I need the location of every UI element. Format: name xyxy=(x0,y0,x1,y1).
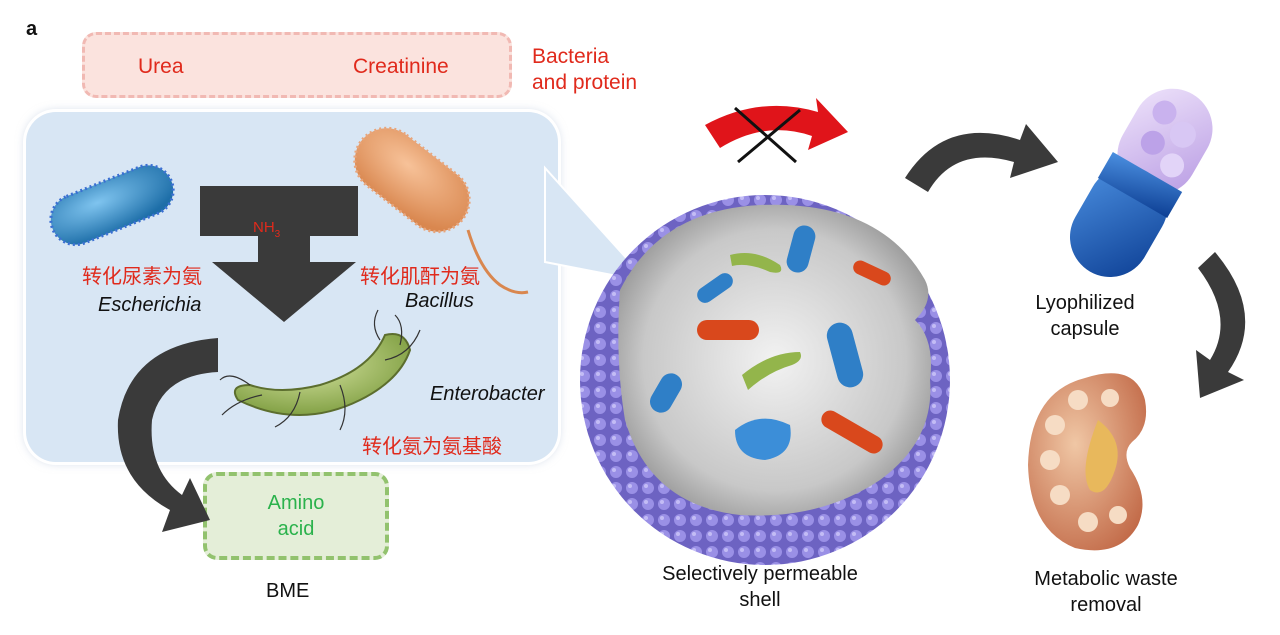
callout-pointer xyxy=(544,165,651,284)
merge-arrow xyxy=(200,186,358,322)
bme-label: BME xyxy=(266,580,310,602)
escherichia-function-label: 转化尿素为氨 xyxy=(82,264,202,288)
encapsulated-microbes xyxy=(650,225,891,460)
enterobacter-function-label: 转化氨为氨基酸 xyxy=(362,434,502,458)
kidney xyxy=(1028,373,1147,551)
bacteria-protein-label: Bacteria and protein xyxy=(532,44,637,96)
panel-letter: a xyxy=(26,18,38,40)
amino-acid-line-2: acid xyxy=(277,518,315,540)
escherichia-bacterium xyxy=(49,163,175,247)
kidney-label-line-1: Metabolic waste xyxy=(1034,568,1178,590)
amino-acid-label: Amino acid xyxy=(203,490,389,542)
kidney-label: Metabolic waste removal xyxy=(1006,566,1206,618)
to-amino-arrow xyxy=(117,338,218,532)
capsule-label-line-2: capsule xyxy=(1050,318,1120,340)
permeable-shell xyxy=(580,195,950,565)
kidney-label-line-2: removal xyxy=(1070,594,1142,616)
amino-acid-box xyxy=(203,472,389,560)
shell-label-line-2: shell xyxy=(739,589,781,611)
to-capsule-arrow xyxy=(905,124,1058,192)
bacillus-name-label: Bacillus xyxy=(405,290,474,312)
bacillus-bacterium xyxy=(353,126,529,295)
capsule-label-line-1: Lyophilized xyxy=(1035,292,1135,314)
to-kidney-arrow xyxy=(1196,252,1246,398)
capsule-label: Lyophilized capsule xyxy=(1010,290,1160,342)
ammonia-label: NH3 xyxy=(253,219,281,240)
lyophilized-capsule xyxy=(1070,88,1213,277)
escherichia-name-label: Escherichia xyxy=(98,294,202,316)
amino-acid-line-1: Amino xyxy=(267,492,325,514)
bacteria-protein-line-2: and protein xyxy=(532,71,638,94)
shell-label: Selectively permeable shell xyxy=(640,561,880,613)
creatinine-label: Creatinine xyxy=(353,55,449,78)
bacteria-protein-line-1: Bacteria xyxy=(532,45,610,68)
excluded-molecules-box xyxy=(82,32,512,98)
shell-label-line-1: Selectively permeable xyxy=(662,563,858,585)
urea-label: Urea xyxy=(138,55,184,78)
enterobacter-name-label: Enterobacter xyxy=(430,383,545,405)
bacillus-function-label: 转化肌酐为氨 xyxy=(360,264,480,288)
blocked-arrow xyxy=(705,98,848,164)
enterobacter-bacterium xyxy=(219,309,421,431)
